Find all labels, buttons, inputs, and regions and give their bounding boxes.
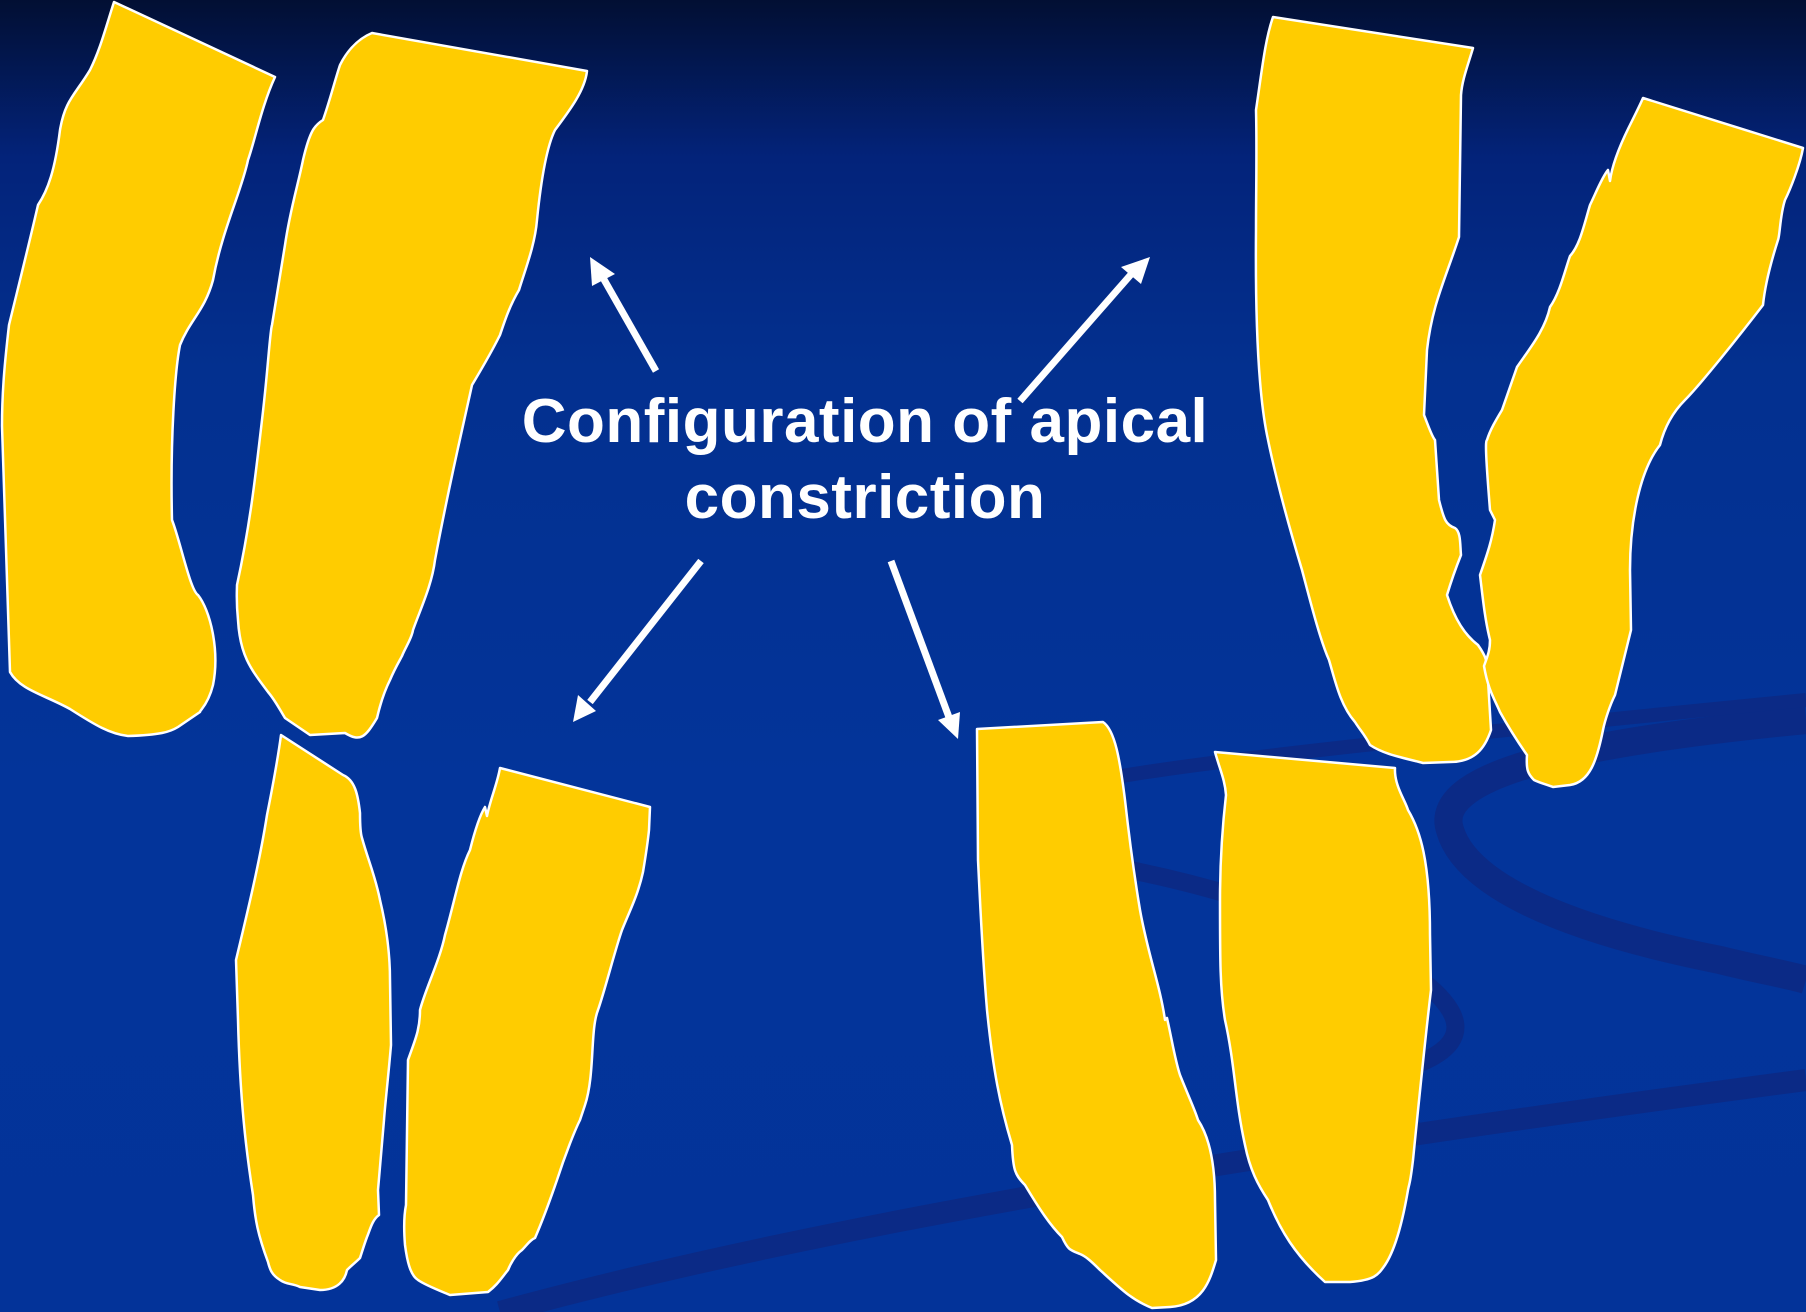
root-pair-top-left	[2, 2, 587, 738]
root-shape	[2, 2, 275, 736]
slide-title-line-1: Configuration of apical	[470, 384, 1260, 460]
root-shape	[977, 722, 1216, 1308]
slide-title: Configuration of apical constriction	[470, 384, 1260, 536]
arrow-head-icon	[938, 712, 960, 739]
root-shape	[404, 768, 650, 1295]
root-shape	[1215, 752, 1431, 1282]
root-pair-top-right	[1256, 17, 1803, 787]
arrow-to-bottom-right	[891, 561, 960, 739]
arrow-to-top-right	[1020, 257, 1150, 401]
root-shape	[1480, 98, 1803, 787]
arrow-shaft	[891, 561, 950, 720]
arrow-to-bottom-left	[573, 561, 701, 722]
root-pair-bottom-right	[977, 722, 1431, 1308]
arrow-shaft	[602, 276, 656, 371]
root-shape	[1256, 17, 1491, 763]
root-pair-bottom-left	[236, 735, 650, 1295]
root-shape	[236, 735, 391, 1290]
arrow-to-top-left	[590, 257, 656, 371]
arrow-shaft	[590, 561, 701, 702]
slide-title-line-2: constriction	[470, 460, 1260, 536]
arrow-shaft	[1020, 271, 1134, 401]
